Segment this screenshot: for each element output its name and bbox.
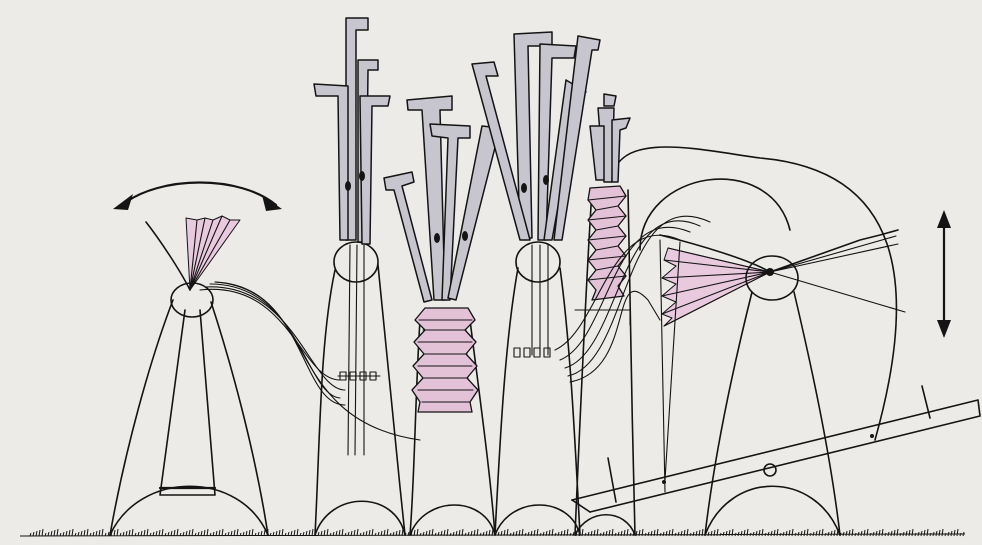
pink-bellows xyxy=(412,308,478,412)
pipe-joint xyxy=(345,181,351,191)
